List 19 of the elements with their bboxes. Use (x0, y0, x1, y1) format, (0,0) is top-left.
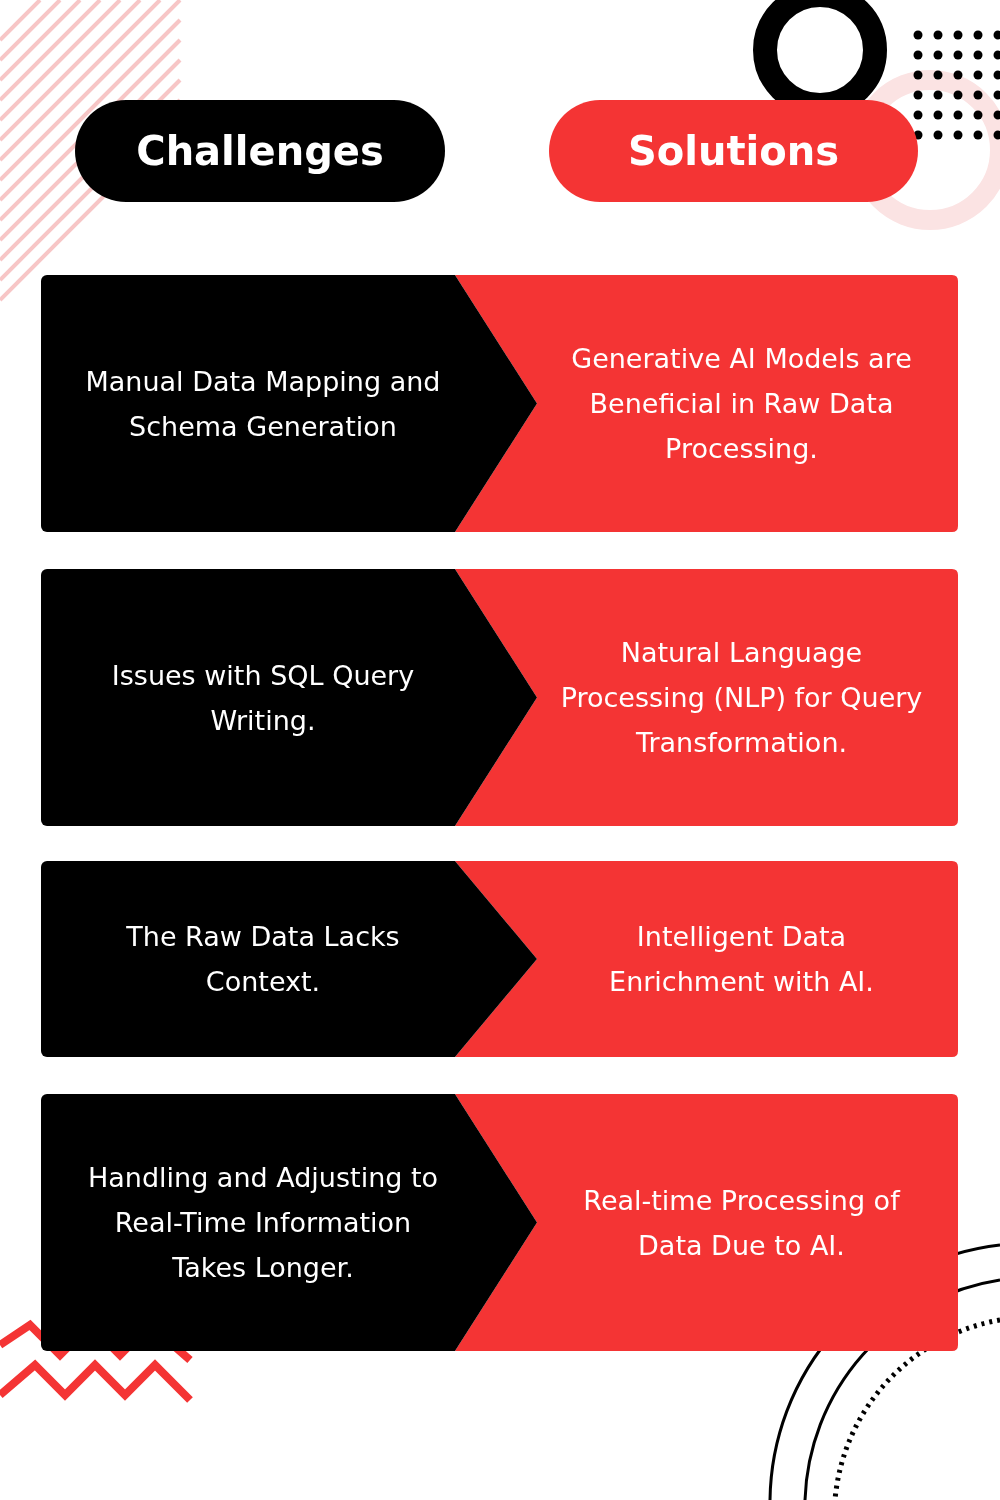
category-heading: Challenges (136, 128, 384, 174)
solution-text: Natural Language Processing (NLP) for Query Transformation. (559, 636, 924, 760)
chevron-arrow (455, 1094, 537, 1351)
solution-text: Intelligent Data Enrichment with AI. (608, 920, 875, 999)
category-heading: Solutions (627, 128, 840, 174)
solution-panel (455, 1094, 958, 1351)
category-pill (75, 100, 445, 202)
challenge-text: The Raw Data Lacks Context. (125, 920, 401, 999)
chevron-arrow (455, 275, 537, 532)
solution-panel (455, 569, 958, 826)
chevron-arrow (455, 861, 537, 1057)
solution-panel (455, 861, 958, 1057)
challenge-text: Issues with SQL Query Writing. (110, 658, 416, 738)
solution-panel (455, 275, 958, 532)
solution-text: Real-time Processing of Data Due to AI. (582, 1183, 902, 1263)
solution-text: Generative AI Models are Beneficial in Raw Data Processing. (570, 342, 913, 466)
challenge-text: Handling and Adjusting to Real-Time Information Takes Longer. (86, 1161, 440, 1285)
challenge-text: Manual Data Mapping and Schema Generation (84, 364, 442, 444)
chevron-arrow (455, 569, 537, 826)
